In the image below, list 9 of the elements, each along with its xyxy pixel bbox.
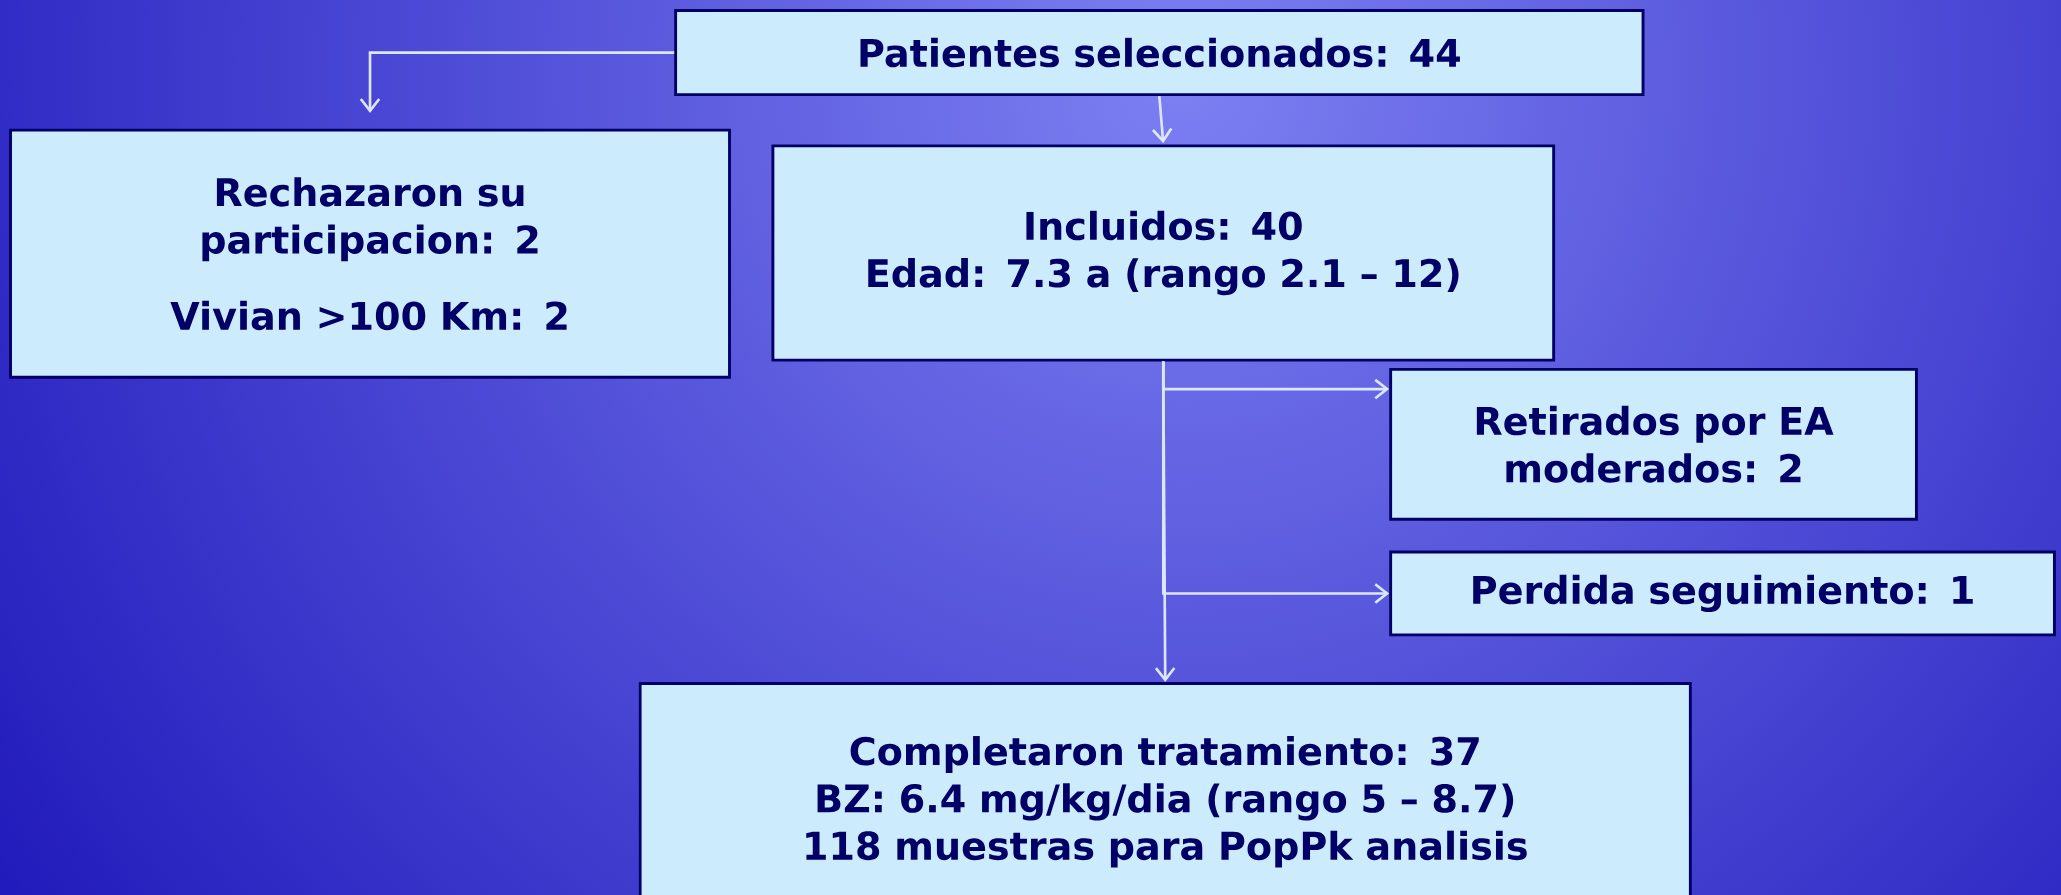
arrow (1151, 95, 1173, 144)
flow-box: Rechazaron su participacion: 2 Vivian >100 Km: 2 (9, 128, 731, 379)
arrow (359, 51, 675, 113)
flow-box: Completaron tratamiento: 37 BZ: 6.4 mg/kg/dia (rango 5 – 8.7) 118 muestras para PopPk analisis (638, 682, 1692, 895)
arrow (1154, 361, 1176, 682)
flow-box: Patientes seleccionados: 44 (674, 9, 1645, 97)
flow-box: Perdida seguimiento: 1 (1389, 550, 2056, 637)
flow-box: Incluidos: 40 Edad: 7.3 a (rango 2.1 – 12) (771, 144, 1556, 362)
flow-box: Retirados por EA moderados: 2 (1389, 367, 1918, 521)
